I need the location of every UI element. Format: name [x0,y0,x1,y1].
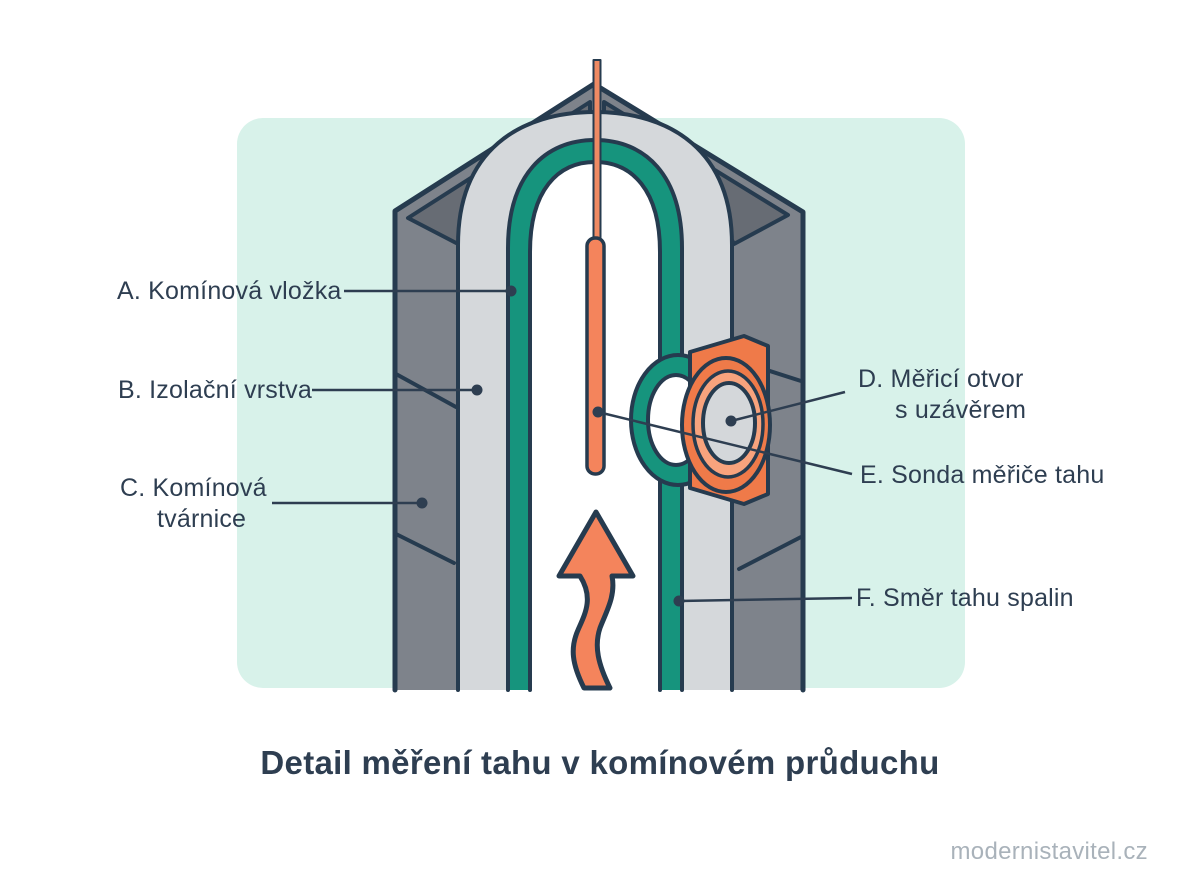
leader-line-d [730,390,846,423]
label-text: D. Měřicí otvor [858,365,1024,393]
block-joint-line [394,532,456,565]
flue-gas-arrow-icon [556,509,636,691]
label-text: tvárnice [157,505,247,534]
label-text: B. Izolační vrstva [118,376,312,404]
label-text: s uzávěrem [895,396,1027,425]
anchor-dot-f [673,595,685,607]
label-chimney-block: C. Komínová tvárnice [120,473,267,536]
anchor-dot-c [416,497,428,509]
probe-rod [585,236,606,476]
label-text: A. Komínová vložka [117,277,342,305]
leader-line-f [678,596,853,603]
watermark: modernistavitel.cz [950,838,1148,865]
anchor-dot-e [592,406,604,418]
label-flue-gas-direction: F. Směr tahu spalin [856,583,1074,614]
figure-title: Detail měření tahu v komínovém průduchu [260,744,940,781]
label-measuring-port: D. Měřicí otvor s uzávěrem [858,364,1026,427]
probe-wire [592,59,602,244]
label-draft-probe: E. Sonda měřiče tahu [860,460,1104,491]
block-joint-line [737,535,803,571]
label-insulation-layer: B. Izolační vrstva [118,375,312,406]
anchor-dot-d [725,415,737,427]
label-text: F. Směr tahu spalin [856,584,1074,612]
label-text: C. Komínová [120,474,267,502]
anchor-dot-b [471,384,483,396]
label-chimney-liner: A. Komínová vložka [117,276,342,307]
label-text: E. Sonda měřiče tahu [860,461,1105,489]
leader-line-e [597,410,853,476]
anchor-dot-a [505,285,517,297]
